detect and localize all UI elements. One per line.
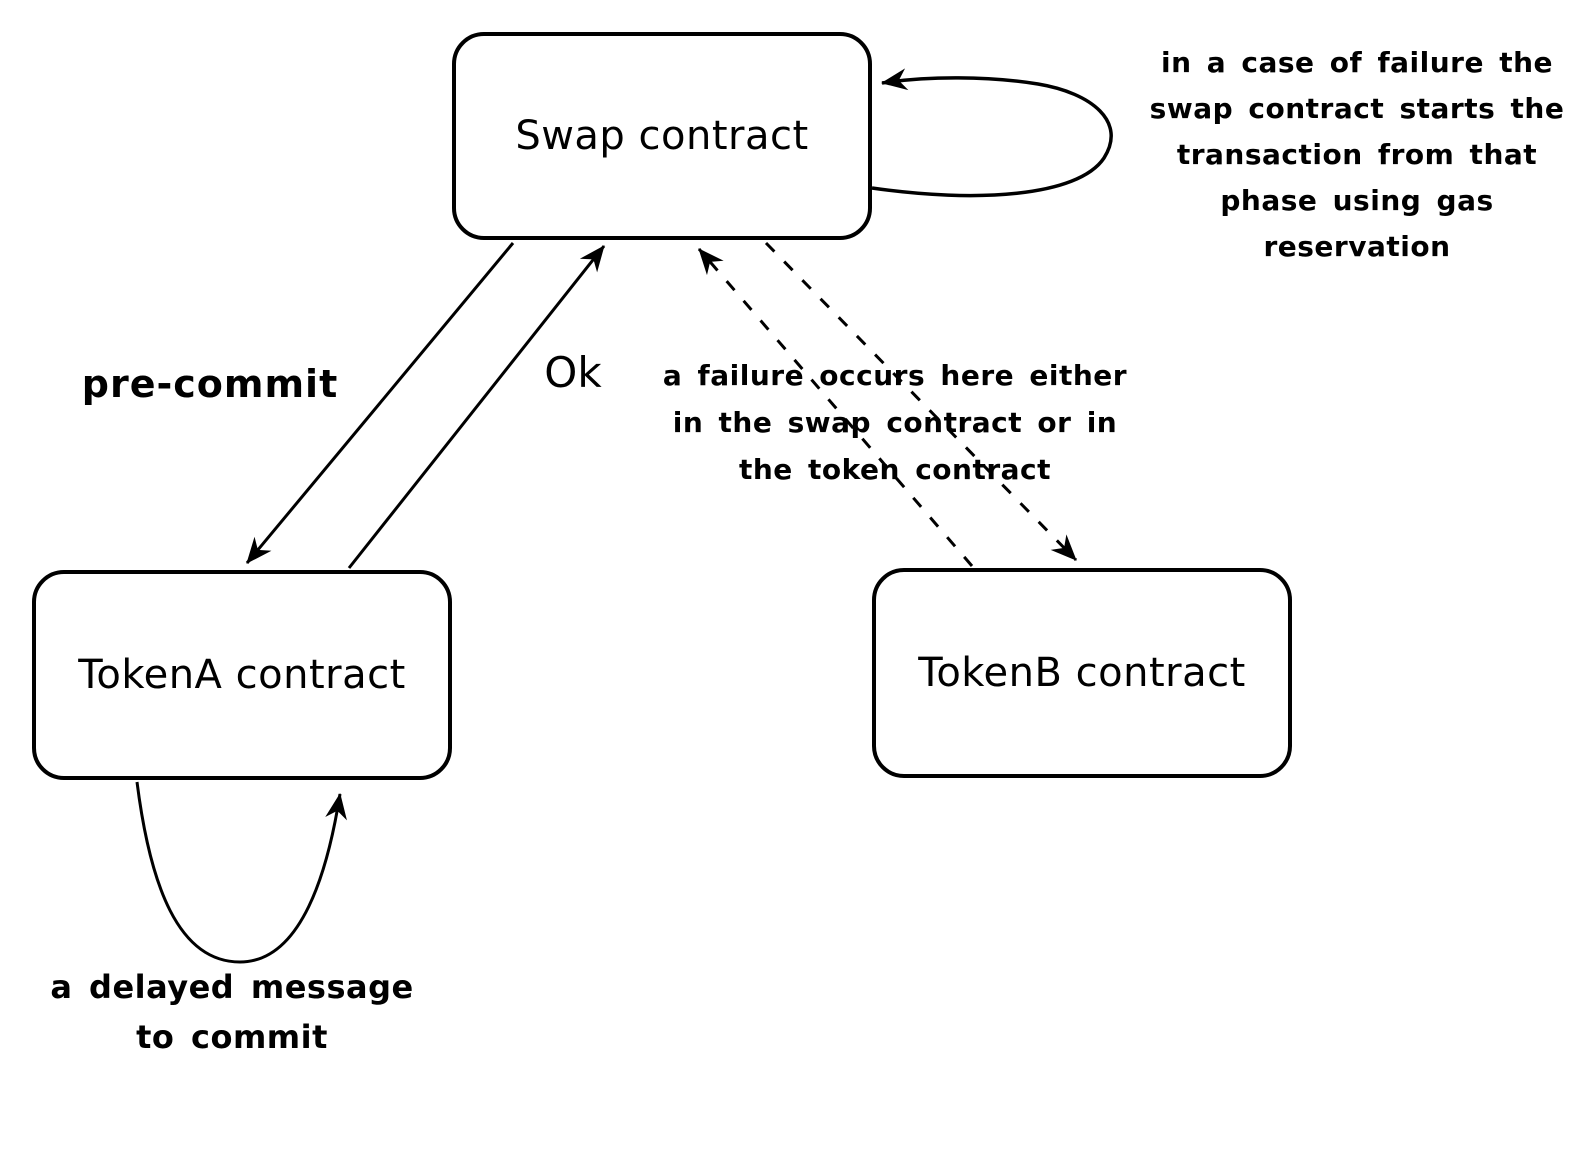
swap-self-loop [871, 68, 1113, 198]
failure-arrow-down [764, 241, 1078, 562]
pre-commit-label: pre-commit [81, 362, 339, 406]
node-swap-contract-label: Swap contract [515, 113, 809, 159]
tokena-self-loop [135, 781, 347, 964]
ok-label: Ok [544, 348, 602, 397]
node-tokena-contract: TokenA contract [32, 570, 452, 780]
annotation-delayed-commit: a delayed message to commit [50, 968, 414, 1056]
node-tokena-contract-label: TokenA contract [78, 652, 406, 698]
pre-commit-arrow [245, 242, 515, 564]
annotation-failure-location: a failure occurs here either in the swap… [662, 359, 1128, 486]
node-swap-contract: Swap contract [452, 32, 872, 240]
node-tokenb-contract-label: TokenB contract [918, 650, 1246, 696]
ok-arrow [347, 245, 606, 569]
annotation-gas-reservation: in a case of failure the swap contract s… [1149, 46, 1565, 263]
node-tokenb-contract: TokenB contract [872, 568, 1292, 778]
failure-arrow-up [697, 248, 974, 567]
